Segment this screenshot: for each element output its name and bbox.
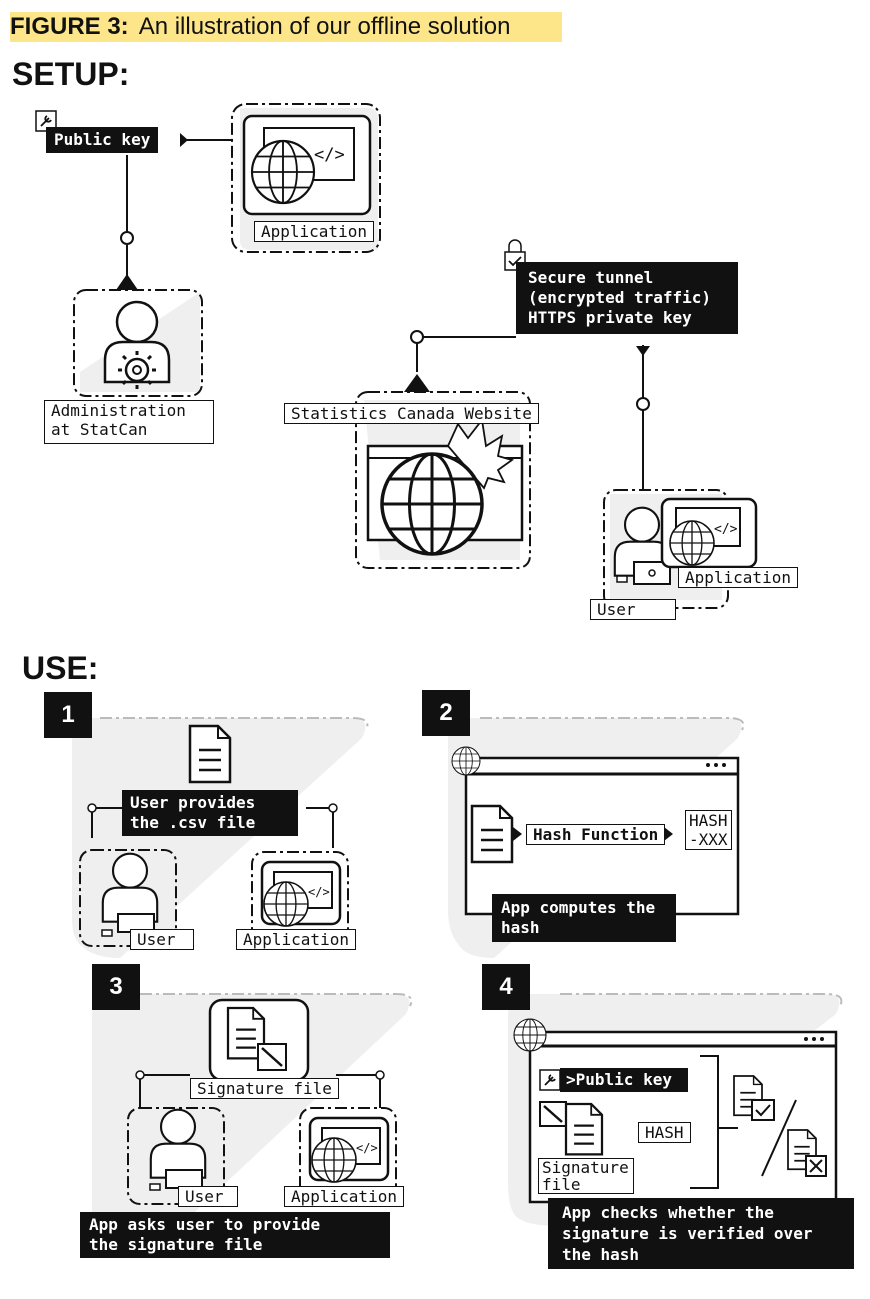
svg-text:</>: </> bbox=[714, 522, 738, 537]
svg-text:</>: </> bbox=[314, 145, 345, 165]
user-panel-setup: </> bbox=[603, 489, 758, 609]
secure-tunnel-box: Secure tunnel (encrypted traffic) HTTPS … bbox=[516, 262, 738, 334]
figure-number: FIGURE 3: bbox=[10, 13, 129, 40]
step4-signature-line2: file bbox=[542, 1175, 581, 1194]
user-application-label: Application bbox=[678, 567, 798, 588]
step3-caption: App asks user to provide the signature f… bbox=[80, 1212, 390, 1258]
step4-number: 4 bbox=[482, 964, 530, 1010]
app-panel-setup: </> bbox=[231, 103, 381, 253]
step2-number: 2 bbox=[422, 690, 470, 736]
admin-panel bbox=[73, 274, 203, 397]
step4-signature-line1: Signature bbox=[542, 1158, 629, 1177]
public-key-label: Public key bbox=[46, 127, 159, 153]
use-heading: USE: bbox=[22, 650, 99, 686]
step4-caption: App checks whether the signature is veri… bbox=[548, 1198, 854, 1269]
step2-caption: App computes the hash bbox=[492, 894, 676, 942]
website-label: Statistics Canada Website bbox=[284, 403, 539, 424]
figure-caption: An illustration of our offline solution bbox=[138, 13, 511, 40]
step1-number: 1 bbox=[44, 692, 92, 738]
step3-user-label: User bbox=[178, 1186, 238, 1207]
step1-caption: User provides the .csv file bbox=[122, 790, 298, 836]
hash-function-box: Hash Function bbox=[526, 824, 666, 845]
application-label-setup: Application bbox=[254, 221, 374, 242]
step3-number: 3 bbox=[92, 964, 140, 1010]
signature-file-label: Signature file bbox=[190, 1078, 339, 1099]
step1-user-label: User bbox=[130, 929, 194, 950]
website-panel bbox=[355, 374, 531, 569]
figure-title: FIGURE 3: An illustration of our offline … bbox=[10, 12, 562, 42]
step1-graphics: </> bbox=[79, 724, 349, 947]
svg-text:</>: </> bbox=[356, 1141, 378, 1155]
step3-application-label: Application bbox=[284, 1186, 404, 1207]
svg-text:</>: </> bbox=[308, 885, 330, 899]
hash-output-box: HASH-XXX bbox=[685, 810, 732, 850]
hash-output-line2: -XXX bbox=[689, 830, 728, 849]
user-label-setup: User bbox=[590, 599, 676, 620]
step4-public-key: >Public key bbox=[560, 1068, 688, 1092]
admin-label-line1: Administration bbox=[51, 401, 186, 420]
setup-heading: SETUP: bbox=[12, 56, 130, 92]
admin-label-line2: at StatCan bbox=[51, 420, 148, 439]
step3-graphics: </> bbox=[127, 998, 397, 1205]
step4-hash-box: HASH bbox=[638, 1122, 691, 1143]
step1-application-label: Application bbox=[236, 929, 356, 950]
hash-output-line1: HASH bbox=[689, 811, 728, 830]
